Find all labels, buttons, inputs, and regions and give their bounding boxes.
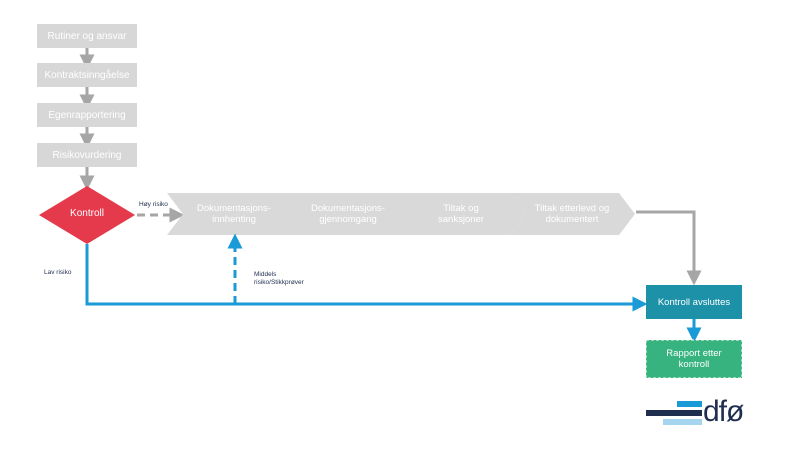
label-middels-risiko: Middels risiko/Stikkprøver (254, 271, 304, 286)
end-box-avsluttes-bg (646, 285, 742, 319)
label-hoy-risiko: Høy risiko (139, 201, 168, 208)
chevron-to-end-connector (636, 210, 702, 286)
logo-bar-3 (663, 419, 702, 425)
chevron-3-label: Tiltak og sanksjoner (438, 203, 484, 225)
logo-bar-2 (646, 410, 702, 416)
chevron-4-label: Tiltak etterlevd og dokumentert (534, 203, 610, 225)
step-egenrapportering: Egenrapportering (37, 103, 137, 127)
chevron-4 (510, 193, 635, 235)
step-kontrakt: Kontraktsinngåelse (37, 63, 137, 87)
logo-bar-1 (677, 401, 702, 407)
chevron-1 (167, 193, 300, 235)
chevron-2-label: Dokumentasjons- gjennomgang (311, 203, 385, 225)
dfo-logo: dfø (703, 395, 744, 428)
step-rutiner: Rutiner og ansvar (37, 24, 137, 48)
low-risk-line (85, 244, 648, 312)
end-box-avsluttes: Kontroll avsluttes (657, 296, 731, 308)
label-lav-risiko: Lav risiko (44, 269, 72, 276)
step-risikovurdering: Risikovurdering (37, 143, 137, 167)
chevron-2 (282, 193, 413, 235)
decision-diamond (39, 186, 135, 244)
chevron-3 (396, 193, 526, 235)
end-box-rapport: Rapport etter kontroll (666, 348, 722, 370)
chevron-1-label: Dokumentasjons- innhenting (197, 203, 271, 225)
end-box-rapport-bg (645, 339, 743, 379)
decision-label: Kontroll (70, 208, 104, 219)
